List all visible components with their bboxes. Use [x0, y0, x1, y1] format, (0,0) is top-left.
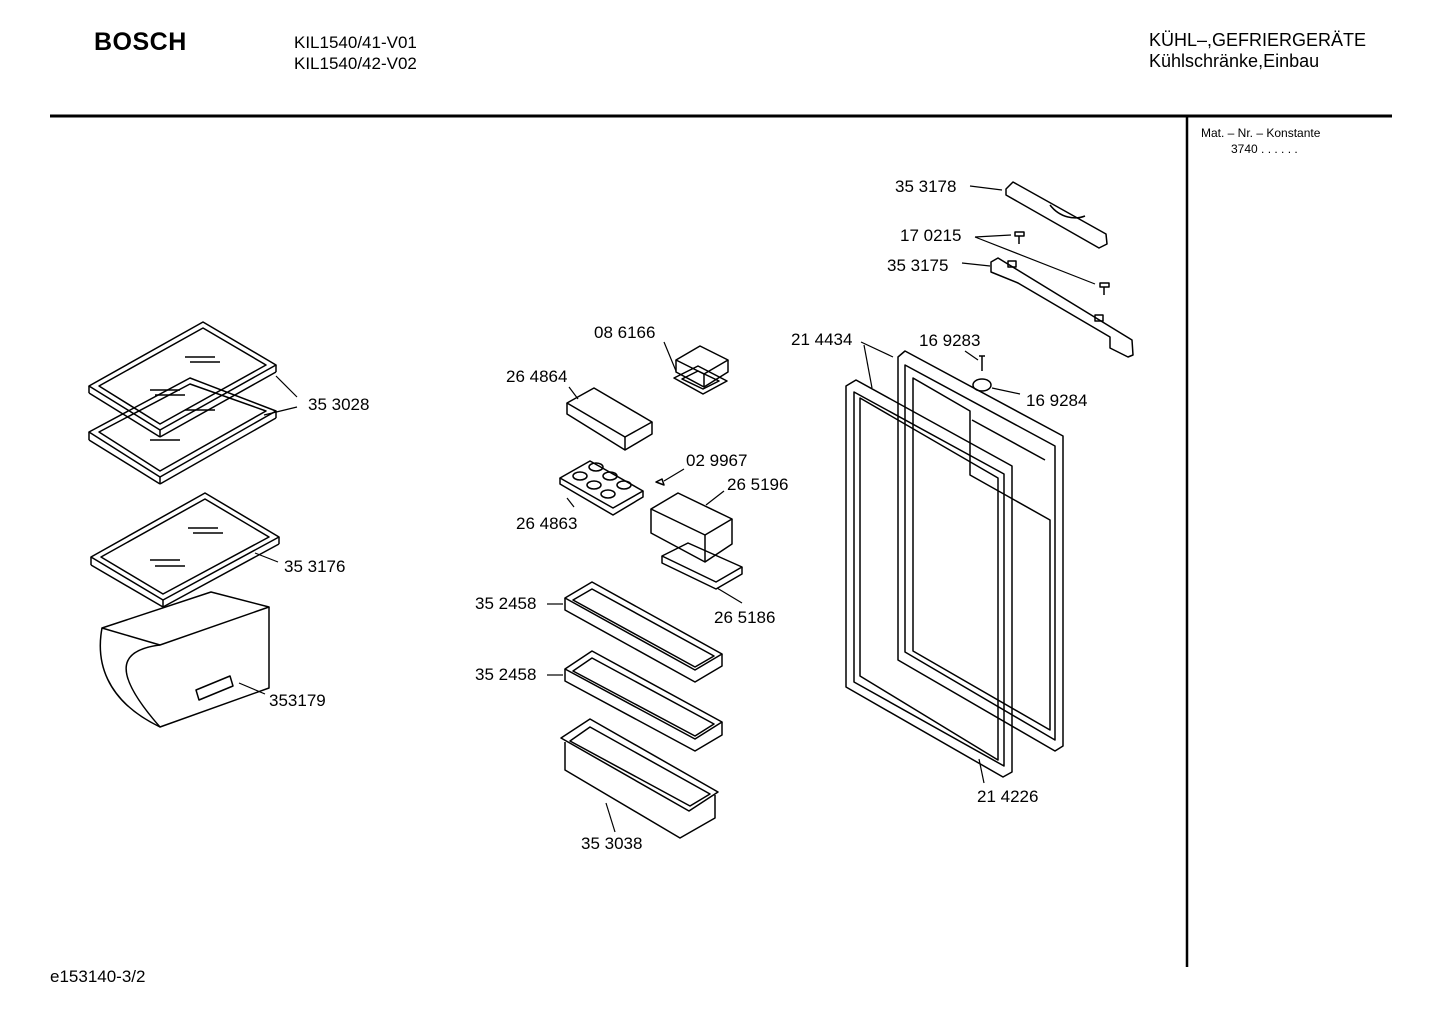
- part-label: 16 9283: [919, 331, 980, 350]
- model-number-2: KIL1540/42-V02: [294, 54, 417, 73]
- hinge-bracket: [990, 257, 1134, 358]
- part-label: 35 3178: [895, 177, 956, 196]
- butter-tray: [566, 387, 653, 451]
- part-label: 35 2458: [475, 665, 536, 684]
- part-label: 21 4226: [977, 787, 1038, 806]
- part-label: 35 3176: [284, 557, 345, 576]
- door-shelf-upper: [564, 581, 723, 683]
- screw-170215-b: [1099, 282, 1110, 295]
- part-label: 26 5196: [727, 475, 788, 494]
- document-id: e153140-3/2: [50, 967, 146, 986]
- part-label: 16 9284: [1026, 391, 1087, 410]
- part-label: 17 0215: [900, 226, 961, 245]
- door-gasket: [845, 379, 1013, 778]
- part-label: 26 4864: [506, 367, 567, 386]
- part-label: 21 4434: [791, 330, 852, 349]
- category-title: KÜHL–,GEFRIERGERÄTE: [1149, 30, 1367, 50]
- part-label: 26 5186: [714, 608, 775, 627]
- glass-shelf-lower: [88, 377, 277, 485]
- part-label: 08 6166: [594, 323, 655, 342]
- vegetable-drawer: [99, 591, 270, 728]
- part-label: 35 2458: [475, 594, 536, 613]
- glass-shelf-upper: [88, 321, 277, 438]
- screw-169283: [979, 355, 985, 371]
- cap-169284: [972, 378, 992, 392]
- door-shelf-lower: [564, 650, 723, 752]
- screw-029967: [655, 478, 665, 486]
- brand-logo: BOSCH: [94, 28, 187, 56]
- part-label: 26 4863: [516, 514, 577, 533]
- part-label: 353179: [269, 691, 326, 710]
- dairy-box: [673, 345, 729, 395]
- part-label: 02 9967: [686, 451, 747, 470]
- part-labels: 35 3178 17 0215 35 3175 08 6166 26 4864 …: [269, 177, 1087, 853]
- material-number-value: 3740 . . . . . .: [1231, 142, 1298, 156]
- category-subtitle: Kühlschränke,Einbau: [1149, 51, 1320, 71]
- part-label: 35 3038: [581, 834, 642, 853]
- bottle-shelf: [560, 718, 719, 839]
- screw-170215-a: [1014, 231, 1025, 244]
- model-number-1: KIL1540/41-V01: [294, 33, 417, 52]
- top-cover: [1005, 181, 1108, 249]
- glass-shelf-353176: [90, 492, 280, 608]
- small-compartment: [650, 492, 743, 590]
- leader-lines: [238, 185, 1096, 833]
- part-label: 35 3175: [887, 256, 948, 275]
- egg-tray: [559, 460, 644, 516]
- material-number-label: Mat. – Nr. – Konstante: [1201, 126, 1321, 140]
- door-panel: [897, 350, 1064, 752]
- part-label: 35 3028: [308, 395, 369, 414]
